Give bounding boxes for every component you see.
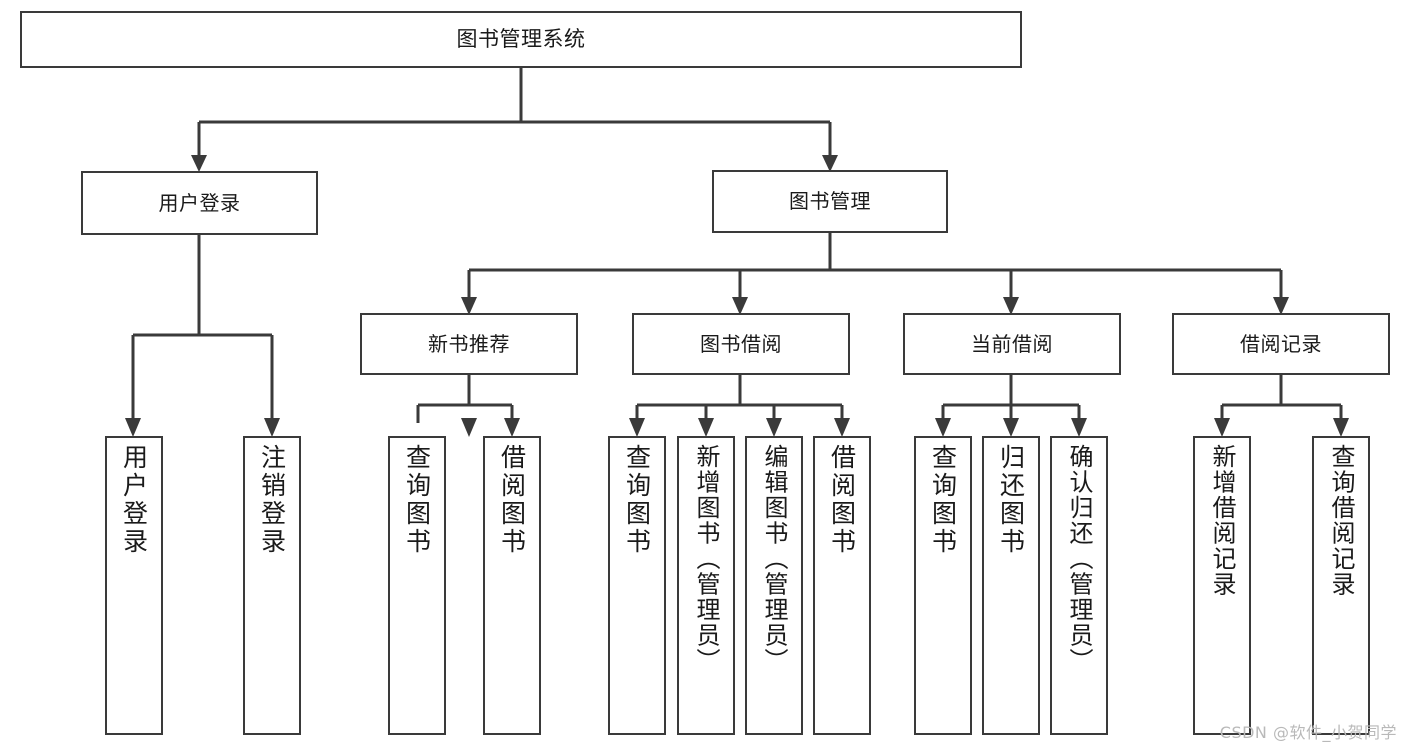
node-label: 借阅记录 [1240, 331, 1322, 356]
node-label: 编辑图书（管理员） [760, 444, 788, 674]
node-label: 查询图书 [928, 444, 958, 556]
node-new-book-recommendation[interactable]: 新书推荐 [360, 313, 578, 375]
leaf-book-borrow-add-book-admin[interactable]: 新增图书（管理员） [677, 436, 735, 735]
node-label: 图书管理 [789, 189, 871, 214]
leaf-user-login-login[interactable]: 用户登录 [105, 436, 163, 735]
node-label: 新增借阅记录 [1208, 444, 1236, 597]
node-label: 归还图书 [996, 444, 1026, 556]
node-label: 用户登录 [119, 444, 149, 556]
node-label: 确认归还（管理员） [1065, 444, 1093, 674]
leaf-new-book-borrow-book[interactable]: 借阅图书 [483, 436, 541, 735]
node-current-borrowing[interactable]: 当前借阅 [903, 313, 1121, 375]
leaf-current-borrow-query-book[interactable]: 查询图书 [914, 436, 972, 735]
leaf-current-borrow-confirm-return-admin[interactable]: 确认归还（管理员） [1050, 436, 1108, 735]
node-book-management[interactable]: 图书管理 [712, 170, 948, 233]
node-label: 注销登录 [257, 444, 287, 556]
node-label: 当前借阅 [971, 331, 1053, 356]
node-root-book-management-system[interactable]: 图书管理系统 [20, 11, 1022, 68]
node-label: 新增图书（管理员） [692, 444, 720, 674]
node-label: 用户登录 [158, 190, 241, 215]
node-label: 图书借阅 [700, 331, 782, 356]
node-user-login[interactable]: 用户登录 [81, 171, 318, 235]
node-borrowing-record[interactable]: 借阅记录 [1172, 313, 1390, 375]
node-label: 借阅图书 [497, 444, 527, 556]
leaf-borrow-record-add-record[interactable]: 新增借阅记录 [1193, 436, 1251, 735]
node-label: 借阅图书 [827, 444, 857, 556]
leaf-new-book-query-book[interactable]: 查询图书 [388, 436, 446, 735]
node-book-borrowing[interactable]: 图书借阅 [632, 313, 850, 375]
node-label: 图书管理系统 [456, 26, 586, 51]
leaf-borrow-record-query-record[interactable]: 查询借阅记录 [1312, 436, 1370, 735]
node-label: 查询图书 [622, 444, 652, 556]
leaf-book-borrow-edit-book-admin[interactable]: 编辑图书（管理员） [745, 436, 803, 735]
leaf-current-borrow-return-book[interactable]: 归还图书 [982, 436, 1040, 735]
node-label: 查询借阅记录 [1327, 444, 1355, 597]
leaf-book-borrow-borrow-book[interactable]: 借阅图书 [813, 436, 871, 735]
leaf-user-login-logout[interactable]: 注销登录 [243, 436, 301, 735]
leaf-book-borrow-query-book[interactable]: 查询图书 [608, 436, 666, 735]
node-label: 查询图书 [402, 444, 432, 556]
node-label: 新书推荐 [428, 331, 510, 356]
